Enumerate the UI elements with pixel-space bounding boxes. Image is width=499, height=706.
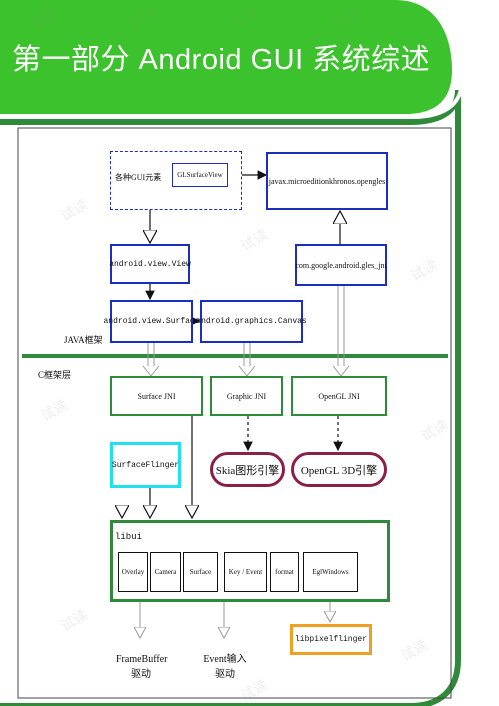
android-view-box: android.view.View — [109, 244, 191, 284]
surface-jni-box: Surface JNI — [110, 376, 203, 416]
outer-frame — [0, 89, 461, 706]
opengl-jni-box: OpenGL JNI — [291, 376, 387, 416]
gles-jni-box: com.google.android.gles_jni — [295, 244, 387, 286]
libui-item-camera: Camera — [150, 552, 181, 592]
surfaceflinger-box: SurfaceFlinger — [110, 442, 181, 488]
libui-item-eglwindows: EglWindows — [303, 552, 358, 592]
c-layer-label: C框架层 — [38, 370, 72, 380]
glsurfaceview-box: GLSurfaceView — [172, 163, 228, 187]
java-layer-label: JAVA框架 — [64, 335, 103, 345]
skia-engine-box: Skia图形引擎 — [210, 452, 285, 487]
framebuffer-line2: 驱动 — [131, 669, 151, 680]
header-underline — [0, 79, 464, 119]
libui-item-surface: Surface — [183, 552, 218, 592]
event-driver-line1: Event输入 — [203, 654, 247, 665]
framebuffer-line1: FrameBuffer — [116, 654, 168, 665]
event-driver-line2: 驱动 — [215, 669, 235, 680]
android-canvas-box: android.graphics.Canvas — [196, 300, 307, 343]
page-title: 第一部分 Android GUI 系统综述 — [12, 44, 431, 76]
event-driver-label: Event输入 驱动 — [200, 652, 250, 682]
libui-item-key-event: Key / Event — [224, 552, 267, 592]
libpixelflinger-box: libpixelflinger — [290, 624, 372, 655]
framebuffer-label: FrameBuffer 驱动 — [116, 652, 168, 682]
inner-frame — [17, 127, 452, 699]
graphic-jni-box: Graphic JNI — [210, 376, 283, 416]
android-surface-box: android.view.Surface — [104, 300, 200, 343]
libui-item-format: format — [270, 552, 299, 592]
gui-elements-label: 各种GUI元素 — [115, 173, 162, 182]
libui-label: libui — [115, 532, 143, 542]
header-band — [0, 0, 452, 114]
opengl3d-engine-box: OpenGL 3D引擎 — [291, 452, 387, 487]
libui-item-overlay: Overlay — [118, 552, 148, 592]
khronos-opengles-box: javax.microeditionkhronos.opengles — [266, 152, 388, 210]
